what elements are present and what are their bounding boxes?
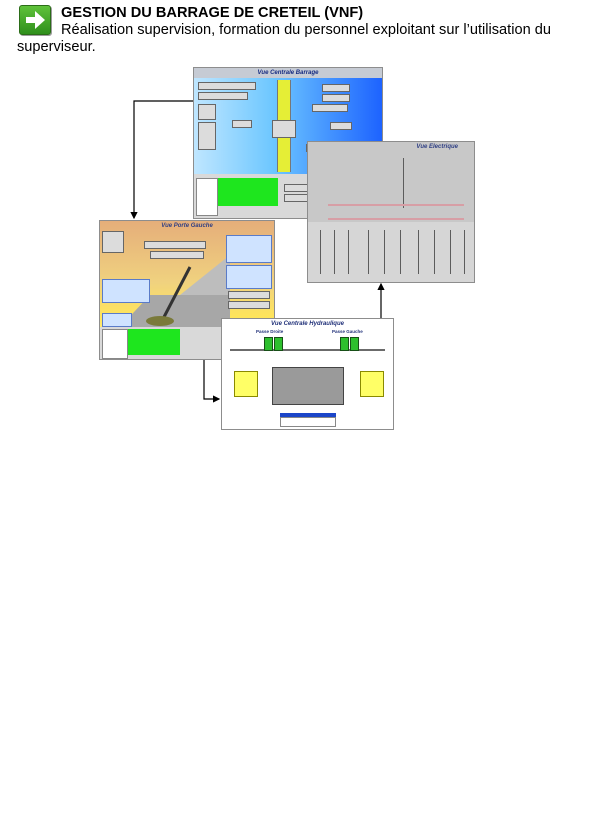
hydro-table-header [280,413,336,417]
screenshot-vue-electrique: Vue Electrique [307,141,475,283]
barrage-event-list [196,178,218,216]
hydro-info-box [234,371,258,397]
electrique-feeder-line [320,230,321,274]
hydro-table-body [280,417,336,427]
electrique-feeder-line [384,230,385,274]
porte-control-panel [226,235,272,263]
barrage-gate-block [272,120,296,138]
electrique-feeder-line [334,230,335,274]
hydro-pump [350,337,359,351]
porte-event-list [102,329,128,359]
porte-param-field [150,251,204,259]
barrage-menu-panel [198,104,216,120]
porte-screen-title: Vue Porte Gauche [161,223,213,229]
porte-param-field [144,241,206,249]
hydro-pump [264,337,273,351]
barrage-command-button [322,84,350,92]
barrage-value-box [330,122,352,130]
porte-command-button [228,291,270,299]
electrique-feeder-line [368,230,369,274]
porte-position-panel [102,313,132,327]
hydro-info-box [360,371,384,397]
barrage-param-field [198,92,248,100]
electrique-feeder-line [403,158,404,208]
barrage-menu-panel [198,122,216,150]
barrage-alarm-box [218,178,278,206]
electrique-screen-title: Vue Electrique [308,142,474,152]
document-title: GESTION DU BARRAGE DE CRETEIL (VNF) [61,5,364,21]
description-line-2: superviseur. [17,39,96,55]
right-arrow-icon [19,5,51,35]
porte-command-button [228,301,270,309]
hydro-pump [340,337,349,351]
barrage-screen-title: Vue Centrale Barrage [194,68,382,78]
porte-position-panel [102,279,150,303]
porte-control-panel [226,265,272,289]
hydro-screen-title: Vue Centrale Hydraulique [271,321,344,327]
electrique-busbar [328,204,464,206]
electrique-busbar [328,218,464,220]
electrique-feeder-line [464,230,465,274]
hydro-tank [272,367,344,405]
barrage-command-button [312,104,348,112]
electrique-feeder-line [418,230,419,274]
barrage-param-field [198,82,256,90]
barrage-value-box [232,120,252,128]
electrique-feeder-line [400,230,401,274]
porte-menu-panel [102,231,124,253]
description-line-1: Réalisation supervision, formation du pe… [61,22,551,38]
screenshot-vue-centrale-hydraulique: Vue Centrale Hydraulique Passe Droite Pa… [221,318,394,430]
barrage-command-button [322,94,350,102]
hydro-pump [274,337,283,351]
electrique-feeders-area [308,222,474,282]
hydro-right-label: Passe Gauche [332,329,363,334]
electrique-feeder-line [450,230,451,274]
gate-mechanism-drawing [120,255,230,327]
porte-alarm-box [128,329,180,355]
electrique-feeder-line [434,230,435,274]
electrique-feeder-line [348,230,349,274]
hydro-left-label: Passe Droite [256,329,284,334]
hydro-main-pipe [230,349,385,351]
